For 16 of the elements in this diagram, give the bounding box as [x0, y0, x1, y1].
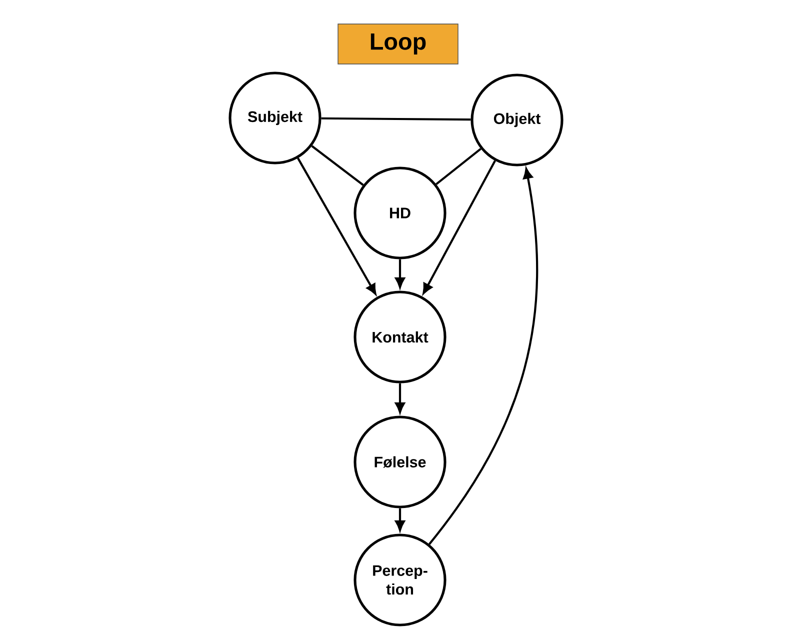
arrow — [428, 168, 538, 545]
title-box: Loop — [338, 24, 458, 64]
circle-node: Objekt — [470, 74, 564, 166]
circle-node: Følelse — [354, 416, 446, 508]
connector-line — [321, 117, 471, 121]
circle-node: Percep- tion — [354, 534, 446, 626]
arrow — [395, 508, 405, 531]
circle-node: HD — [354, 166, 446, 260]
arrow — [297, 158, 376, 295]
circle-node: Kontakt — [354, 290, 446, 384]
arrow — [422, 160, 496, 294]
connector-line — [311, 145, 364, 186]
arrow — [395, 259, 405, 288]
connector-line — [436, 148, 482, 186]
arrow — [395, 383, 405, 413]
circle-node: Subjekt — [228, 72, 322, 164]
